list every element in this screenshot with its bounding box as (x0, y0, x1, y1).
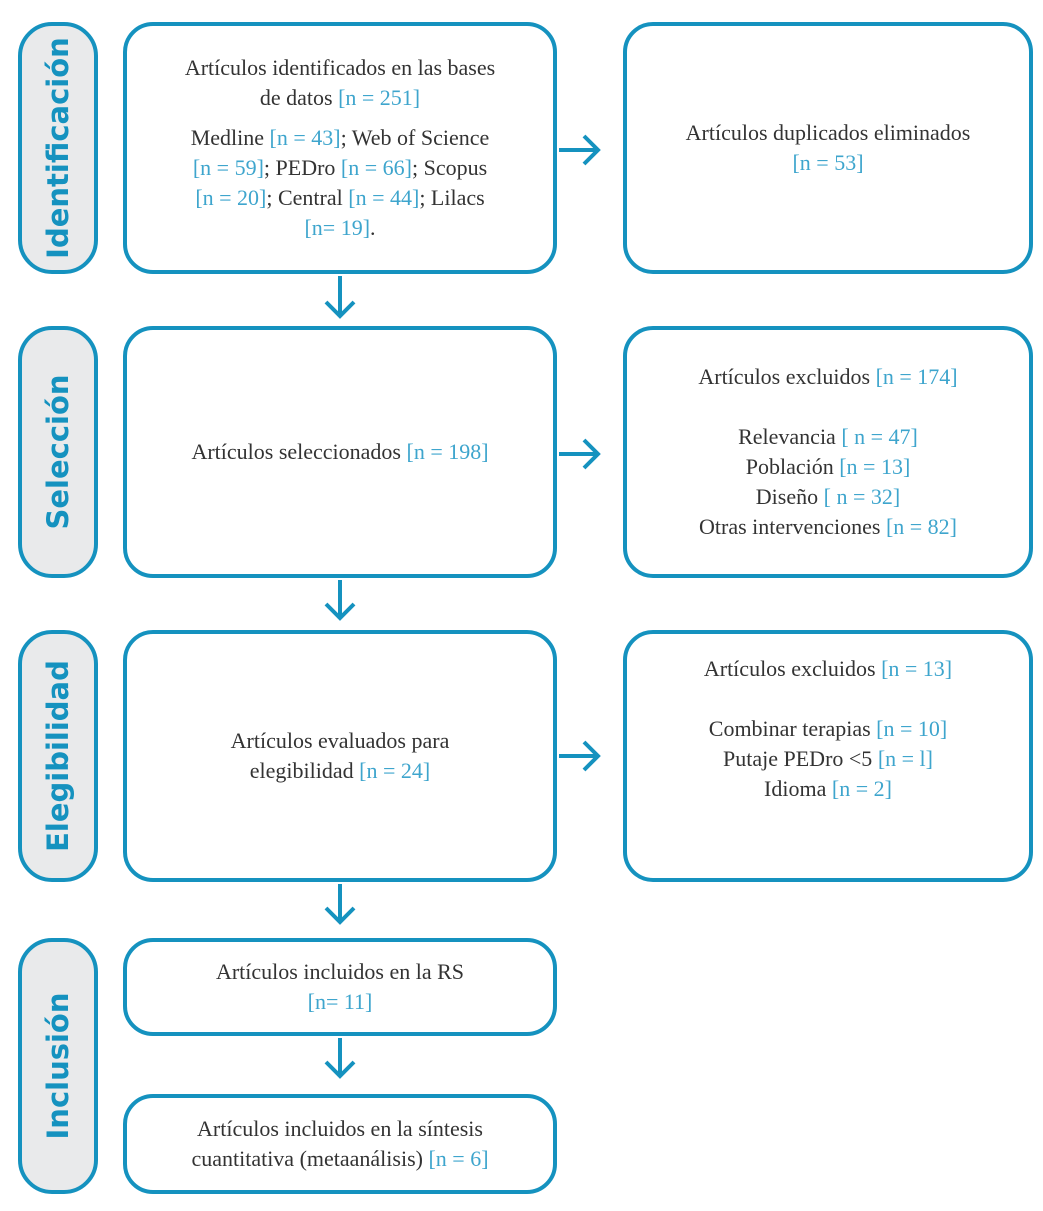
db-pedro: ; PEDro (263, 155, 341, 180)
phase-eligibility: Elegibilidad (18, 630, 98, 882)
exclusion-reason-label: Población (745, 454, 840, 479)
db-central: ; Central (266, 185, 349, 210)
box-excluded-selection: Artículos excluidos [n = 174] Relevancia… (623, 326, 1033, 578)
box-included-meta: Artículos incluidos en la síntesis cuant… (123, 1094, 557, 1194)
box-included-rs: Artículos incluidos en la RS [n= 11] (123, 938, 557, 1036)
exclusion-reason-count: [n = 82] (885, 514, 957, 539)
evaluated-text-2: elegibilidad (249, 758, 360, 783)
included-rs-text: Artículos incluidos en la RS (215, 959, 465, 984)
exclusion-reason-count: [n = l] (877, 746, 933, 771)
exclusion-reason-count: [n = 13] (839, 454, 911, 479)
box-duplicates-removed: Artículos duplicados eliminados [n = 53] (623, 22, 1033, 274)
db-scopus-count: [n = 20] (195, 185, 267, 210)
db-medline: Medline (190, 125, 270, 150)
db-wos-count: [n = 59] (192, 155, 264, 180)
exclusion-reason: Diseño [ n = 32] (756, 482, 900, 512)
records-identified-count: [n = 251] (338, 85, 421, 110)
records-selected-count: [n = 198] (406, 439, 489, 464)
records-selected-text: Artículos seleccionados (191, 439, 407, 464)
exclusion-reason-label: Putaje PEDro <5 (723, 746, 878, 771)
exclusion-reason-count: [n = 2] (831, 776, 892, 801)
db-scopus: ; Scopus (411, 155, 488, 180)
arrow-right-icon (559, 740, 601, 772)
arrow-down-icon (324, 1038, 356, 1079)
arrow-right-icon (559, 438, 601, 470)
records-identified-text: Artículos identificados en las bases (184, 55, 496, 80)
db-wos: ; Web of Science (340, 125, 490, 150)
exclusion-reason-label: Relevancia (738, 424, 842, 449)
db-pedro-count: [n = 66] (340, 155, 412, 180)
exclusion-reason: Idioma [n = 2] (764, 774, 892, 804)
excluded-selection-title: Artículos excluidos (698, 364, 876, 389)
excluded-selection-count: [n = 174] (875, 364, 958, 389)
exclusion-reason: Combinar terapias [n = 10] (709, 714, 947, 744)
db-central-count: [n = 44] (348, 185, 420, 210)
included-meta-count: [n = 6] (428, 1146, 489, 1171)
phase-inclusion: Inclusión (18, 938, 98, 1194)
db-lilacs: ; Lilacs (419, 185, 485, 210)
box-excluded-eligibility: Artículos excluidos [n = 13] Combinar te… (623, 630, 1033, 882)
exclusion-reason-count: [ n = 32] (823, 484, 901, 509)
evaluated-count: [n = 24] (359, 758, 431, 783)
excluded-eligibility-title: Artículos excluidos (703, 656, 882, 681)
arrow-down-icon (324, 884, 356, 925)
arrow-right-icon (559, 134, 601, 166)
evaluated-text: Artículos evaluados para (230, 728, 450, 753)
db-medline-count: [n = 43] (269, 125, 341, 150)
exclusion-reason: Población [n = 13] (746, 452, 911, 482)
excluded-eligibility-count: [n = 13] (881, 656, 953, 681)
exclusion-reason-label: Idioma (764, 776, 832, 801)
included-meta-text: Artículos incluidos en la síntesis (197, 1116, 483, 1141)
box-records-identified: Artículos identificados en las bases de … (123, 22, 557, 274)
arrow-down-icon (324, 580, 356, 621)
exclusion-reason-count: [ n = 47] (841, 424, 918, 449)
phase-identification: Identificación (18, 22, 98, 274)
box-records-selected: Artículos seleccionados [n = 198] (123, 326, 557, 578)
exclusion-reason-count: [n = 10] (876, 716, 948, 741)
exclusion-reason-label: Diseño (755, 484, 824, 509)
phase-selection: Selección (18, 326, 98, 578)
db-lilacs-count: [n= 19] (304, 215, 371, 240)
duplicates-removed-text: Artículos duplicados eliminados (685, 120, 971, 145)
records-identified-text-2: de datos (259, 85, 339, 110)
box-evaluated-eligibility: Artículos evaluados para elegibilidad [n… (123, 630, 557, 882)
exclusion-reason: Putaje PEDro <5 [n = l] (723, 744, 933, 774)
exclusion-reason-label: Otras intervenciones (699, 514, 886, 539)
arrow-down-icon (324, 276, 356, 319)
exclusion-reason: Otras intervenciones [n = 82] (699, 512, 957, 542)
duplicates-removed-count: [n = 53] (792, 150, 864, 175)
db-end: . (370, 215, 376, 240)
exclusion-reason-label: Combinar terapias (708, 716, 877, 741)
exclusion-reason: Relevancia [ n = 47] (738, 422, 918, 452)
included-rs-count: [n= 11] (307, 989, 373, 1014)
included-meta-text-2: cuantitativa (metaanálisis) (191, 1146, 429, 1171)
